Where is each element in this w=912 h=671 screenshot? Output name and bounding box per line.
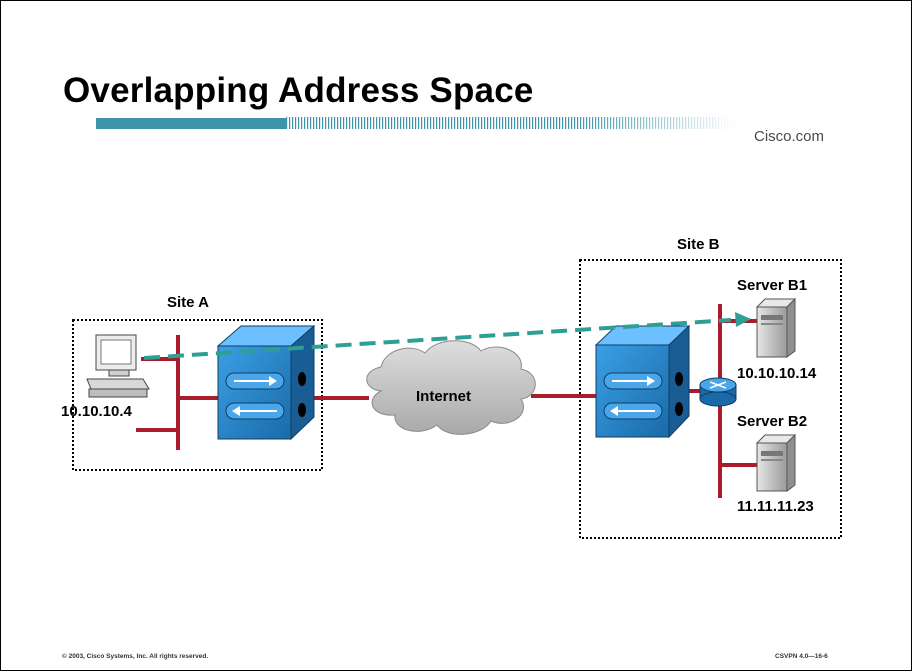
server-b2-ip: 11.11.11.23 — [737, 498, 814, 515]
site-a-vpn-concentrator — [216, 324, 316, 441]
server-b1-icon — [755, 297, 797, 358]
internet-cloud — [366, 340, 536, 435]
site-b-label: Site B — [677, 236, 720, 253]
site-b-router — [699, 377, 737, 407]
server-b2-icon — [755, 433, 797, 492]
copyright-footer: © 2003, Cisco Systems, Inc. All rights r… — [62, 653, 209, 660]
site-a-host-ip: 10.10.10.4 — [61, 403, 132, 420]
slide-title: Overlapping Address Space — [63, 71, 534, 110]
internet-label: Internet — [416, 388, 472, 405]
site-a-label: Site A — [167, 294, 209, 311]
site-a-boundary — [72, 319, 323, 471]
cisco-brand-text: Cisco.com — [754, 128, 825, 145]
server-b2-label: Server B2 — [737, 413, 808, 430]
site-b-boundary — [579, 259, 842, 539]
site-b-vpn-concentrator — [594, 324, 691, 439]
course-code-footer: CSVPN 4.0—16-6 — [775, 653, 828, 660]
site-a-pc — [86, 334, 150, 398]
server-b1-label: Server B1 — [737, 277, 808, 294]
server-b1-ip: 10.10.10.14 — [737, 365, 817, 382]
traffic-flow-arrow — [143, 312, 751, 360]
title-bar — [96, 117, 736, 129]
